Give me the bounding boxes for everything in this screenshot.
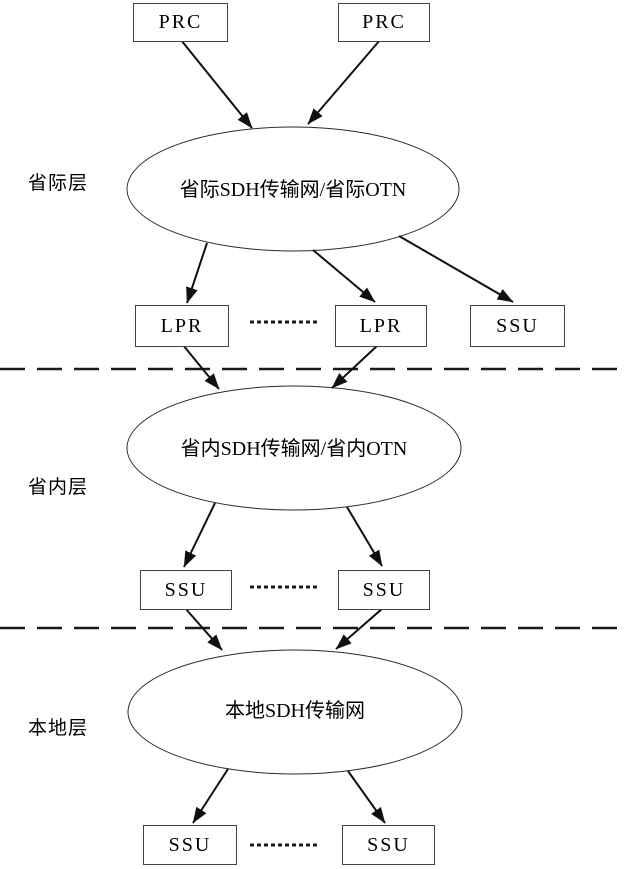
cloud-local [127,649,463,775]
node-ssu-local-1-label: SSU [168,833,212,856]
node-ssu-local-2: SSU [342,825,435,865]
node-prc-1-label: PRC [158,11,203,33]
layer-label-inter-province: 省际层 [28,173,89,194]
arrow-lpr2-to-province [331,344,379,389]
node-lpr-1-label: LPR [160,314,204,337]
node-ssu-province-1-label: SSU [164,578,208,601]
node-ssu-province-2-label: SSU [362,578,406,601]
layer-label-province: 省内层 [28,477,89,498]
cloud-label-local-text: 本地SDH传输网 [224,699,365,722]
node-lpr-2: LPR [335,305,427,347]
cloud-label-province: 省内SDH传输网/省内OTN [127,386,461,506]
arrow-ssu2-to-local [335,607,384,650]
arrow-province-to-ssu2 [346,506,383,567]
cloud-label-province-text: 省内SDH传输网/省内OTN [180,437,408,460]
cloud-label-inter-province: 省际SDH传输网/省际OTN [127,127,459,247]
node-lpr-2-label: LPR [359,314,403,337]
node-ssu-local-2-label: SSU [367,833,410,856]
node-ssu-inter: SSU [470,305,565,347]
arrow-prc1-to-inter [180,39,253,129]
cloud-label-inter-province-text: 省际SDH传输网/省际OTN [179,178,407,201]
node-lpr-1: LPR [135,305,229,347]
node-ssu-province-2: SSU [338,570,430,610]
node-prc-1: PRC [133,3,228,42]
layer-label-local: 本地层 [28,718,89,739]
node-ssu-inter-label: SSU [496,314,539,337]
arrow-inter-to-ssu [398,235,514,303]
arrow-prc2-to-inter [307,39,381,125]
arrow-lpr1-to-province [182,344,220,390]
arrow-ssu1-to-local [184,607,223,651]
node-prc-2-label: PRC [362,11,406,33]
cloud-province [126,385,462,511]
arrow-inter-to-lpr2 [312,249,376,303]
node-ssu-local-1: SSU [143,825,237,865]
cloud-inter-province [126,126,460,252]
node-prc-2: PRC [338,3,430,42]
arrow-inter-to-lpr1 [186,242,208,304]
node-ssu-province-1: SSU [140,570,232,610]
arrow-local-to-ssu3 [192,768,229,824]
arrow-local-to-ssu4 [347,770,386,824]
cloud-label-local: 本地SDH传输网 [128,650,462,766]
arrow-province-to-ssu1 [183,502,216,568]
